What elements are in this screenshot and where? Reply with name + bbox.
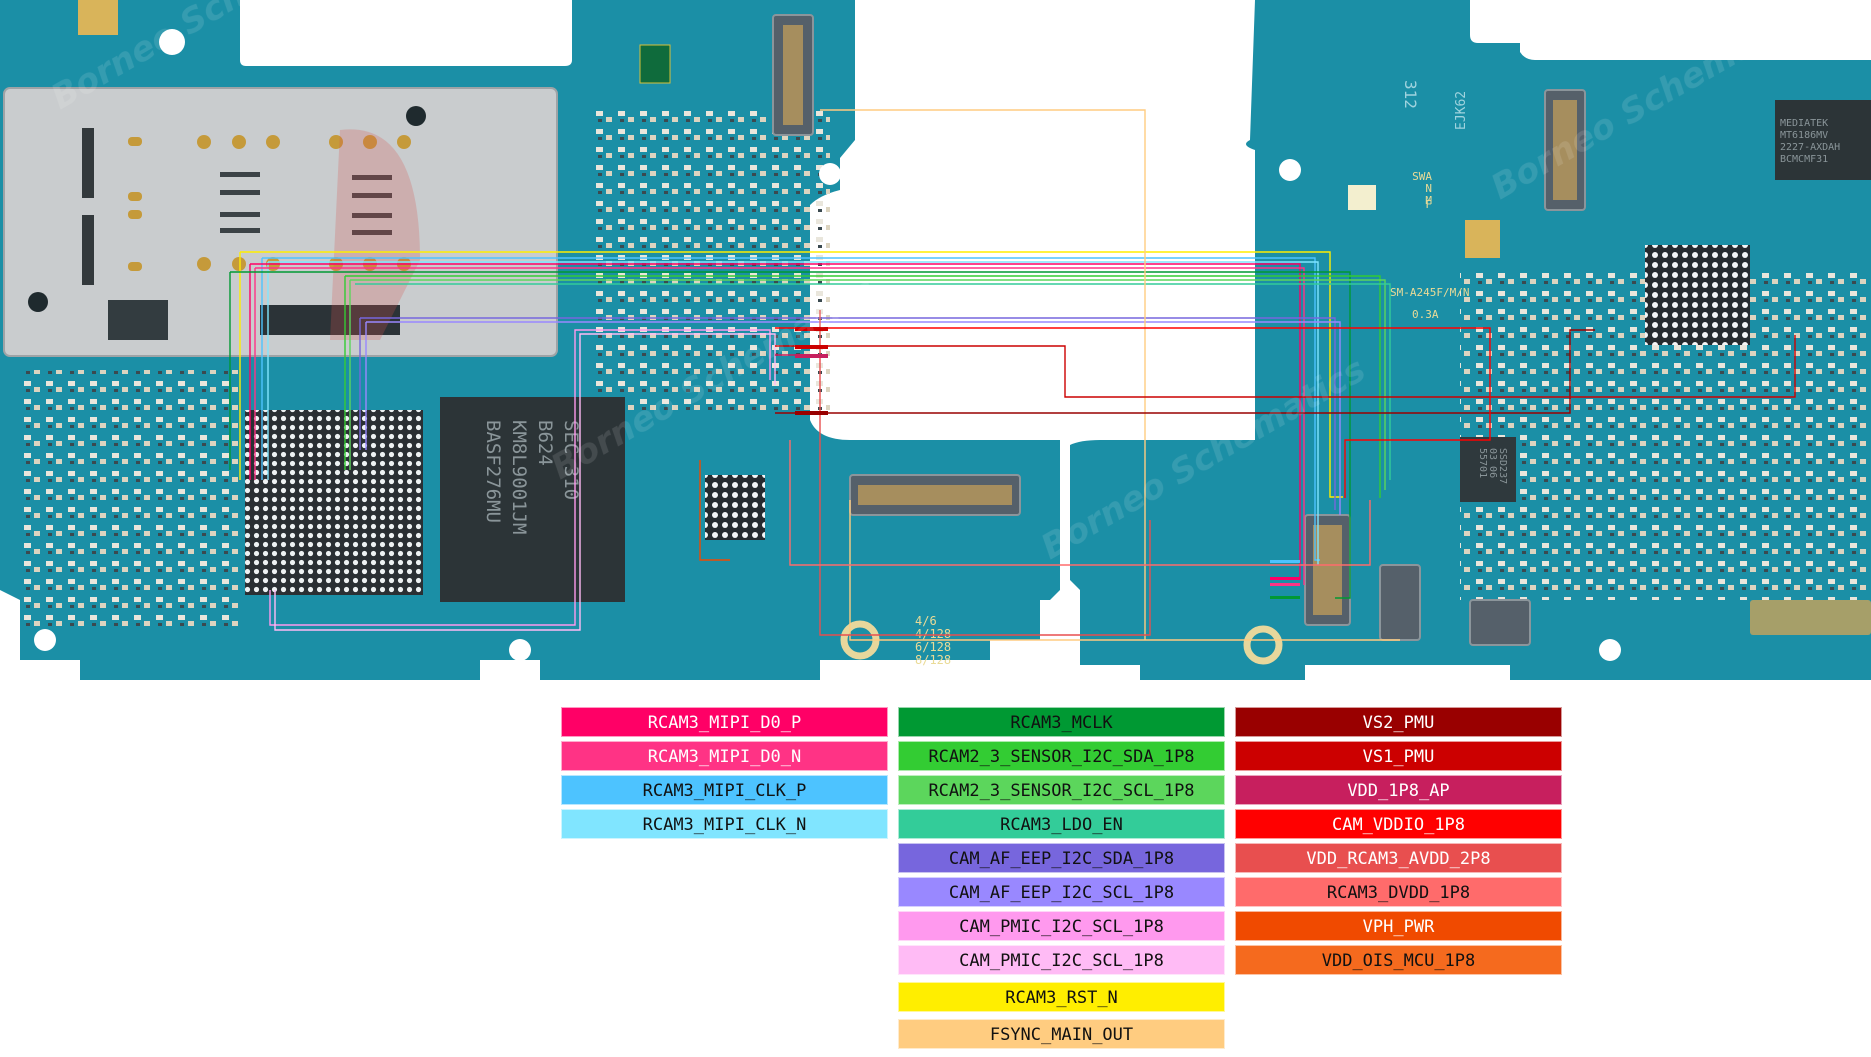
config-label-3: 6/128: [915, 640, 951, 654]
legend-item-vph-pwr: VPH_PWR: [1235, 911, 1562, 941]
trace-pmic-scl-1: [269, 329, 771, 626]
legend-item-fsync-main-out: FSYNC_MAIN_OUT: [898, 1019, 1225, 1049]
silkscreen-312: 312: [1401, 80, 1420, 109]
pmic-bga-chip: [705, 475, 765, 540]
svg-text:B624: B624: [534, 420, 556, 466]
trace-rcam3-rst-n: [239, 251, 1343, 498]
components-area-mid: [590, 110, 830, 410]
legend-item-vs1-pmu: VS1_PMU: [1235, 741, 1562, 771]
legend-item-cam-af-eep-i2c-sda-1p8: CAM_AF_EEP_I2C_SDA_1P8: [898, 843, 1225, 873]
legend-item-rcam3-rst-n: RCAM3_RST_N: [898, 982, 1225, 1012]
soc-bga-chip: [245, 410, 423, 595]
legend-item-vdd-rcam3-avdd-2p8: VDD_RCAM3_AVDD_2P8: [1235, 843, 1562, 873]
svg-text:KM8L9001JM: KM8L9001JM: [508, 420, 530, 534]
rf-bga-chip: [1645, 245, 1750, 345]
trace-net-tags: [795, 327, 1300, 599]
legend-item-rcam3-mclk: RCAM3_MCLK: [898, 707, 1225, 737]
silkscreen-swa-m: M: [1425, 194, 1432, 207]
legend-item-cam-vddio-1p8: CAM_VDDIO_1P8: [1235, 809, 1562, 839]
trace-i2c-sda: [344, 275, 1381, 498]
trace-af-sda: [359, 317, 1336, 510]
pmic-line-1: 55701: [1477, 448, 1488, 478]
legend-item-rcam3-mipi-d0-p: RCAM3_MIPI_D0_P: [561, 707, 888, 737]
connectors: [78, 0, 1871, 646]
legend-item-rcam3-mipi-clk-p: RCAM3_MIPI_CLK_P: [561, 775, 888, 805]
mediatek-line-3: 2227-AXDAH: [1780, 142, 1840, 153]
trace-dvdd: [789, 440, 1371, 566]
legend-item-rcam3-mipi-d0-n: RCAM3_MIPI_D0_N: [561, 741, 888, 771]
trace-ldo-en: [355, 283, 1391, 480]
legend-item-vs2-pmu: VS2_PMU: [1235, 707, 1562, 737]
mediatek-chip: [1775, 100, 1871, 180]
mounting-holes: [34, 29, 1621, 661]
config-label-1: 4/6: [915, 614, 937, 628]
silkscreen-model: SM-A245F/M/N: [1390, 286, 1469, 299]
mediatek-line-4: BCMCMF31: [1780, 154, 1828, 165]
legend-item-cam-pmic-i2c-scl-1p8: CAM_PMIC_I2C_SCL_1P8: [898, 945, 1225, 975]
trace-avdd: [819, 310, 1151, 636]
trace-i2c-scl: [349, 279, 1386, 490]
trace-pmic-scl-2: [274, 333, 776, 631]
trace-cam-vddio: [775, 327, 1491, 498]
silkscreen-swa: SWA: [1412, 170, 1432, 183]
trace-rcam3-mclk: [229, 271, 1351, 599]
mediatek-line-1: MEDIATEK: [1780, 118, 1828, 129]
memory-chip-label: SEC 310 B624 KM8L9001JM BASF276MU: [482, 420, 582, 534]
silkscreen-swa-n: N: [1425, 182, 1432, 195]
trace-mipi-clk-n: [267, 261, 1319, 565]
legend-item-rcam2-3-sensor-i2c-sda-1p8: RCAM2_3_SENSOR_I2C_SDA_1P8: [898, 741, 1225, 771]
legend-item-rcam3-dvdd-1p8: RCAM3_DVDD_1P8: [1235, 877, 1562, 907]
camera-pmic-chip: [1460, 437, 1516, 502]
silkscreen-current: 0.3A: [1412, 308, 1439, 321]
memory-chip: [440, 397, 625, 602]
trace-af-scl: [365, 321, 1341, 515]
pmic-line-3: SSD237: [1497, 448, 1508, 484]
mediatek-line-2: MT6186MV: [1780, 130, 1828, 141]
trace-mipi-d0-n: [254, 267, 1305, 585]
silkscreen-ejk: EJK62: [1454, 91, 1469, 130]
trace-overlay: [229, 109, 1796, 641]
legend-item-cam-af-eep-i2c-scl-1p8: CAM_AF_EEP_I2C_SCL_1P8: [898, 877, 1225, 907]
legend-item-rcam3-mipi-clk-n: RCAM3_MIPI_CLK_N: [561, 809, 888, 839]
pcb-board-image: SEC 310 B624 KM8L9001JM BASF276MU MEDIAT…: [0, 0, 1871, 680]
svg-text:SEC 310: SEC 310: [560, 420, 582, 500]
legend-item-cam-pmic-i2c-scl-1p8: CAM_PMIC_I2C_SCL_1P8: [898, 911, 1225, 941]
svg-text:BASF276MU: BASF276MU: [482, 420, 504, 523]
silkscreen-swa-f: F: [1425, 198, 1432, 211]
trace-vs1-pmu: [775, 335, 1796, 398]
legend-item-vdd-ois-mcu-1p8: VDD_OIS_MCU_1P8: [1235, 945, 1562, 975]
sim-card-tray: [3, 87, 558, 357]
config-label-4: 8/128: [915, 653, 951, 667]
legend-item-rcam3-ldo-en: RCAM3_LDO_EN: [898, 809, 1225, 839]
pmic-line-2: 03 06: [1487, 448, 1498, 478]
legend-item-rcam2-3-sensor-i2c-scl-1p8: RCAM2_3_SENSOR_I2C_SCL_1P8: [898, 775, 1225, 805]
trace-vs2-pmu: [775, 329, 1595, 414]
components-area-left: [20, 370, 240, 630]
legend-item-vdd-1p8-ap: VDD_1P8_AP: [1235, 775, 1562, 805]
trace-vph: [699, 460, 730, 561]
trace-fsync: [820, 109, 1400, 641]
config-label-2: 4/128: [915, 627, 951, 641]
trace-mipi-d0-p: [249, 263, 1301, 580]
